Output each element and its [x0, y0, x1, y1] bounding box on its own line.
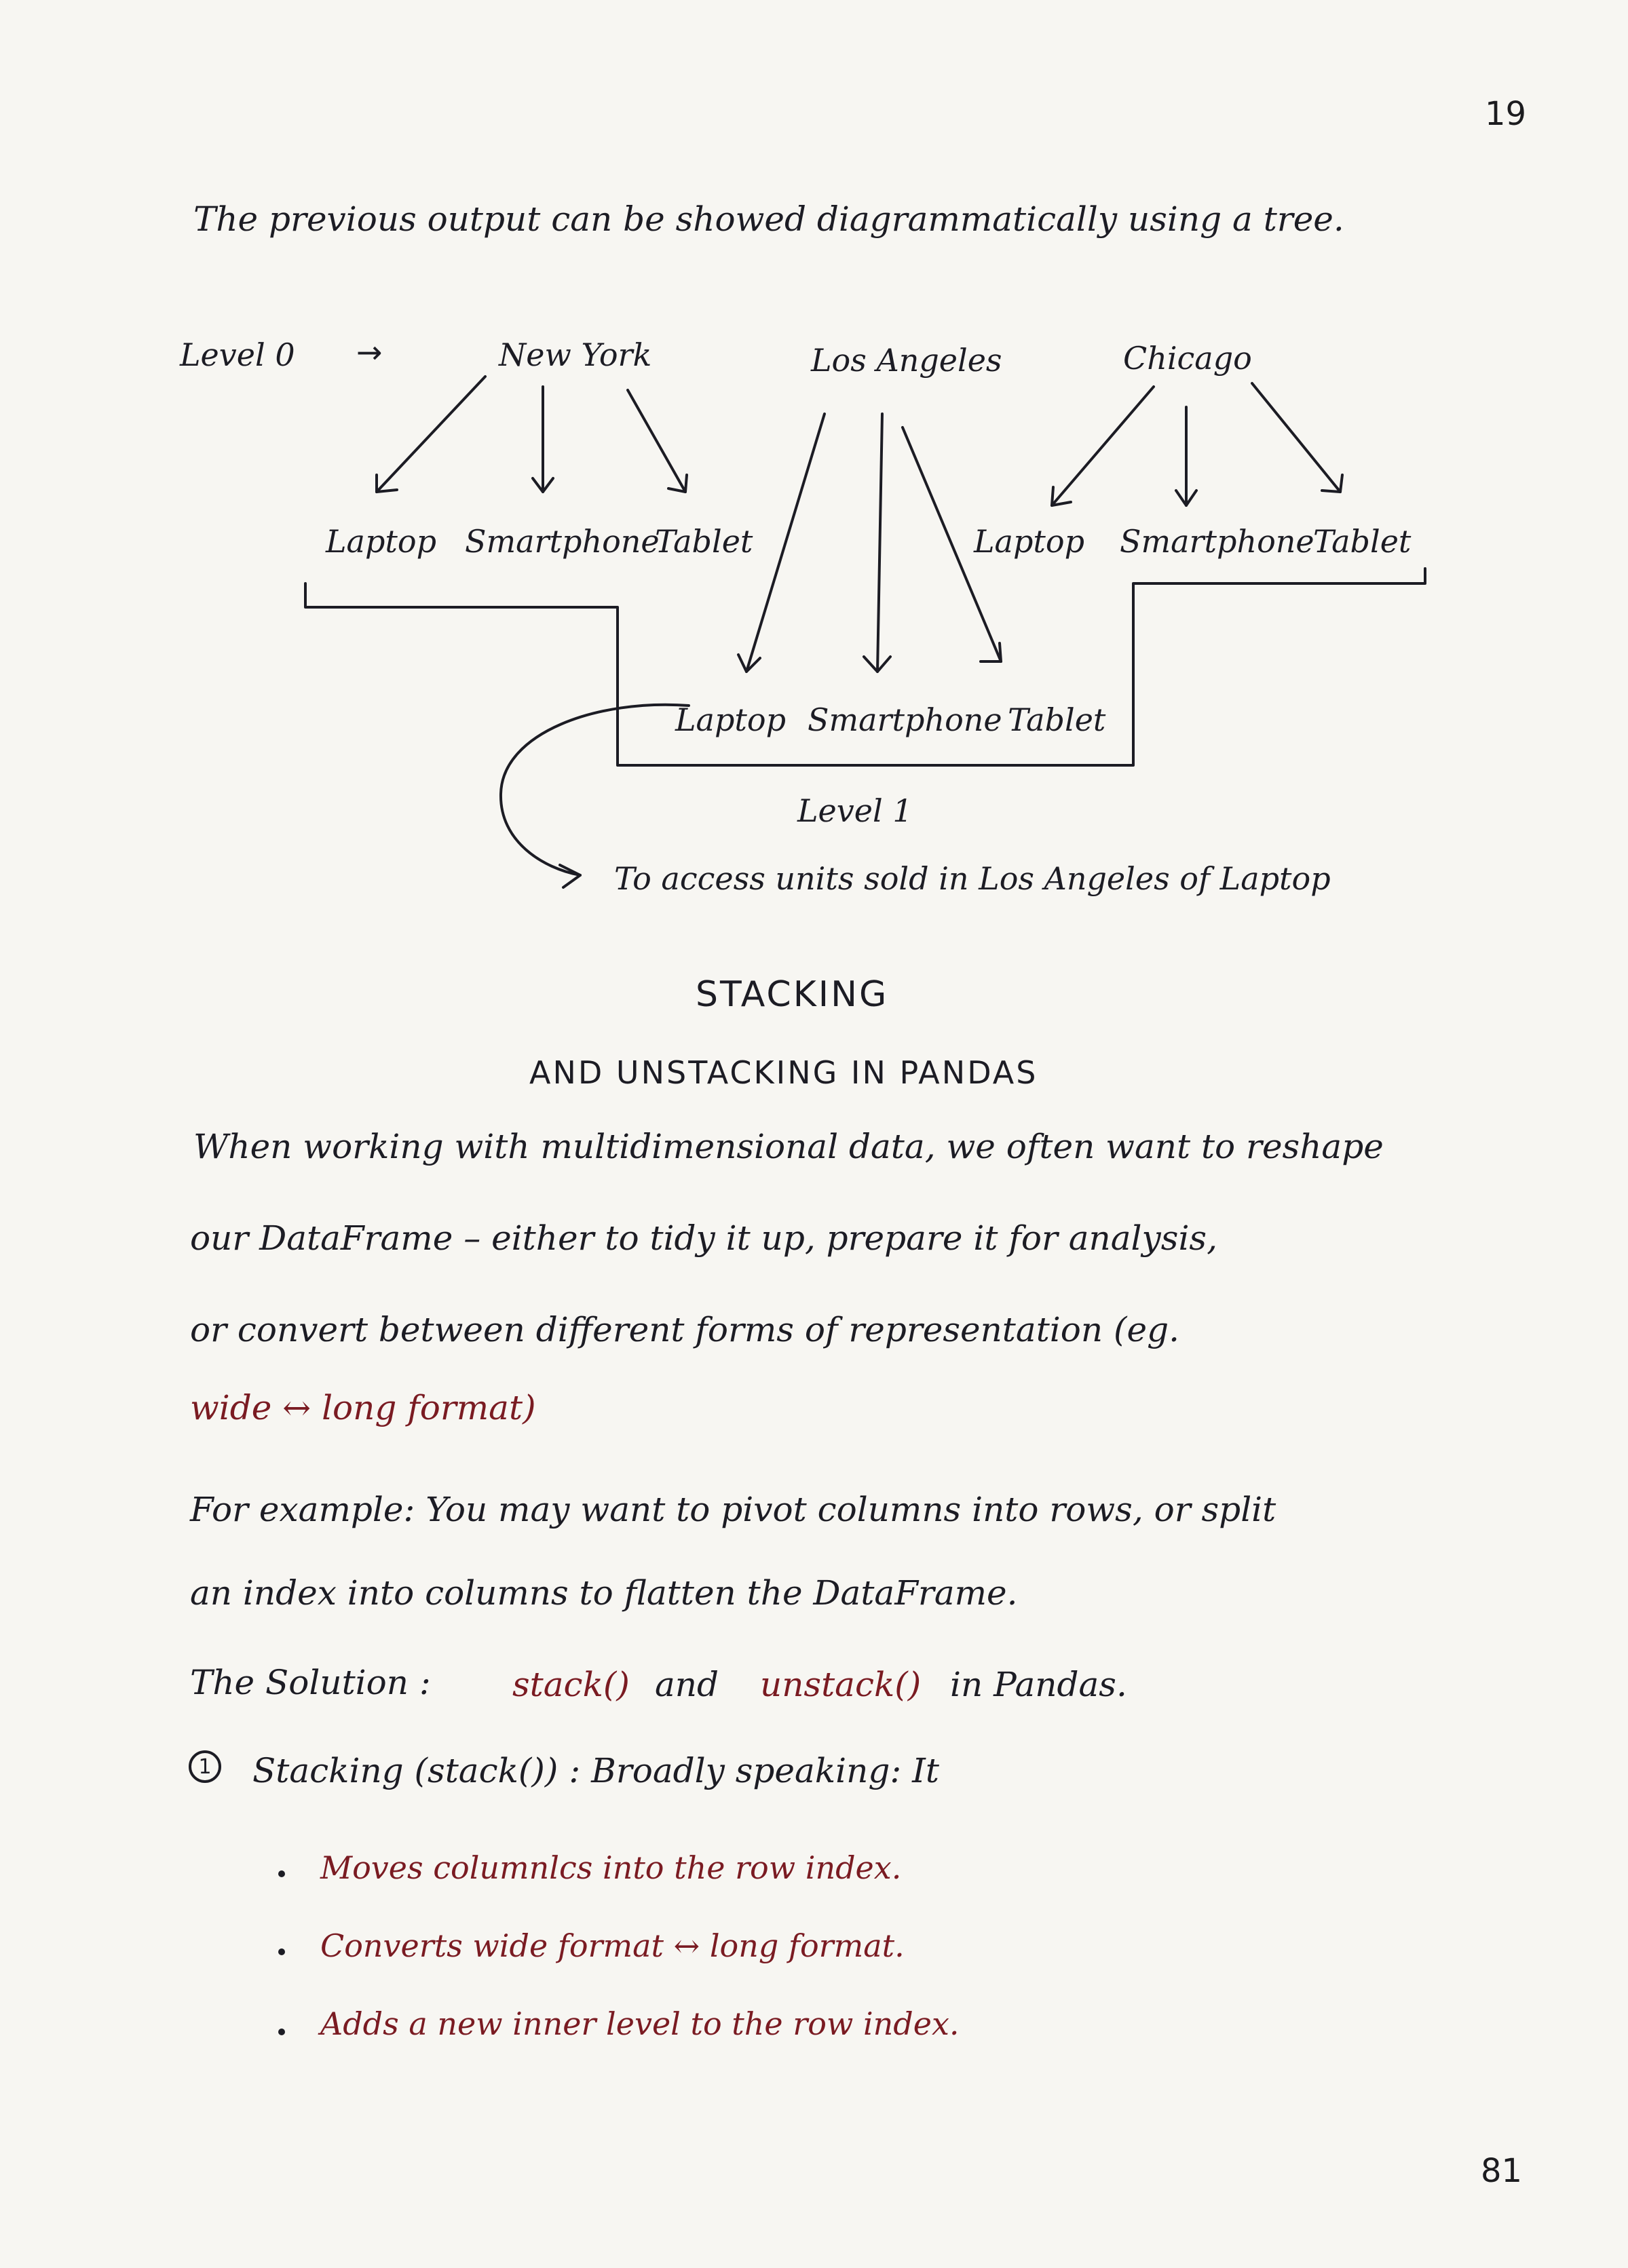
- paragraph-line-2: our DataFrame – either to tidy it up, pr…: [190, 1218, 1217, 1258]
- intro-text: The previous output can be showed diagra…: [193, 199, 1344, 239]
- edge-la-smartphone: [876, 412, 884, 673]
- edge-la-laptop: [745, 412, 826, 673]
- bullet-2: Converts wide format ↔ long format.: [320, 1927, 905, 1964]
- chi-child-smartphone: Smartphone: [1120, 523, 1314, 560]
- ny-child-smartphone: Smartphone: [465, 523, 660, 560]
- bullet-dot-1: [278, 1870, 285, 1877]
- ny-child-tablet: Tablet: [655, 523, 753, 560]
- example-line-1: For example: You may want to pivot colum…: [190, 1490, 1276, 1529]
- paragraph-line-1: When working with multidimensional data,…: [193, 1127, 1384, 1166]
- chi-child-laptop: Laptop: [974, 523, 1085, 560]
- city-los-angeles: Los Angeles: [811, 342, 1002, 379]
- solution-stack: stack(): [512, 1665, 630, 1704]
- arrowhead-ny-smartphone: [531, 477, 554, 493]
- example-line-2: an index into columns to flatten the Dat…: [190, 1573, 1018, 1613]
- edge-la-tablet: [901, 426, 1002, 663]
- paragraph-line-4: wide ↔ long format): [190, 1388, 536, 1427]
- level1-bracket: [304, 567, 1426, 767]
- heading-line-2: AND UNSTACKING IN PANDAS: [529, 1054, 1038, 1091]
- page-number-top: 19: [1485, 95, 1527, 133]
- solution-tail: in Pandas.: [950, 1665, 1127, 1704]
- section-number-circle: 1: [189, 1750, 221, 1783]
- page-number-bottom: 81: [1481, 2152, 1523, 2190]
- solution-label: The Solution :: [190, 1663, 431, 1702]
- edge-chi-tablet: [1251, 382, 1342, 493]
- la-child-smartphone: Smartphone: [808, 701, 1002, 738]
- bullet-1: Moves columnlcs into the row index.: [320, 1849, 902, 1886]
- access-note: To access units sold in Los Angeles of L…: [614, 860, 1331, 897]
- pointer-arrowhead: [559, 864, 582, 889]
- bullet-dot-2: [278, 1948, 285, 1955]
- la-child-tablet: Tablet: [1008, 701, 1106, 738]
- arrowhead-ny-tablet: [667, 474, 688, 493]
- chi-child-tablet: Tablet: [1313, 523, 1412, 560]
- edge-ny-laptop: [375, 375, 487, 493]
- solution-and: and: [655, 1665, 719, 1704]
- arrowhead-ny-laptop: [375, 474, 398, 493]
- city-new-york: New York: [499, 337, 652, 373]
- la-child-laptop: Laptop: [675, 701, 787, 738]
- arrowhead-la-smartphone: [863, 655, 892, 673]
- bullet-dot-3: [278, 2029, 285, 2035]
- ny-child-laptop: Laptop: [326, 523, 437, 560]
- arrowhead-chi-laptop: [1050, 486, 1072, 507]
- city-chicago: Chicago: [1123, 340, 1252, 377]
- heading-line-1: STACKING: [696, 974, 889, 1015]
- edge-ny-tablet: [626, 389, 687, 493]
- bullet-3: Adds a new inner level to the row index.: [320, 2005, 960, 2042]
- level0-label: Level 0: [180, 337, 295, 373]
- level0-arrow: →: [356, 334, 383, 370]
- arrowhead-la-laptop: [737, 653, 761, 673]
- level1-label: Level 1: [797, 792, 913, 829]
- edge-chi-laptop: [1050, 385, 1155, 507]
- paragraph-line-3: or convert between different forms of re…: [190, 1310, 1179, 1349]
- solution-unstack: unstack(): [760, 1665, 922, 1704]
- arrowhead-la-tablet: [979, 642, 1002, 663]
- arrowhead-chi-tablet: [1321, 474, 1344, 493]
- arrowhead-chi-smartphone: [1175, 489, 1198, 507]
- section1-title: Stacking (stack()) : Broadly speaking: I…: [252, 1751, 939, 1790]
- pointer-curve: [499, 703, 690, 877]
